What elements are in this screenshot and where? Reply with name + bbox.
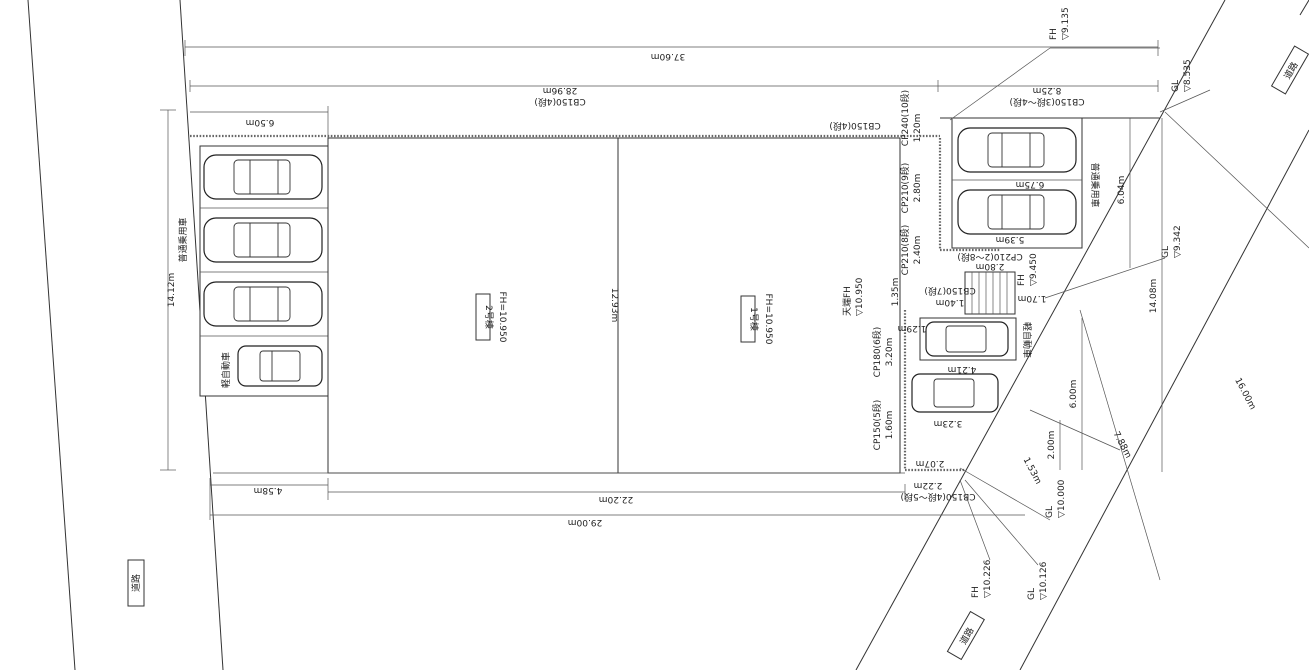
level-fh-mid: FH (1017, 274, 1027, 286)
wall-label-top-left: CB150(4段) (534, 96, 585, 108)
road-label-bottom: 道路 (946, 610, 985, 661)
wall-cp150-height: 1.60m (885, 411, 895, 440)
car-right-light-1 (925, 321, 1009, 357)
wall-cp210a: CP210(9段) (899, 163, 911, 214)
dim-width-center: 12.93m (609, 288, 619, 323)
staircase (964, 271, 1016, 315)
road-edge-diag-2 (1019, 129, 1309, 670)
level-gl-mid-value: ▽9.342 (1173, 225, 1183, 258)
car-right-light-2 (911, 373, 999, 413)
wall-cp210a-height: 2.80m (913, 174, 923, 203)
level-fh-bottom: FH (971, 586, 981, 598)
left-width-dimension: 14.12m (160, 109, 177, 471)
dim-length-b: 8.25m (1033, 85, 1062, 95)
dim-2-80: 2.80m (976, 261, 1005, 271)
dim-1-35: 1.35m (891, 278, 901, 307)
light-car-label-right: 軽自動車 (1021, 322, 1033, 358)
road-label-top-right: 道路 (1270, 45, 1309, 95)
level-gl-bottom-value: ▽10.126 (1039, 561, 1049, 600)
wall-cp240-height: 1.20m (913, 114, 923, 143)
level-tenba: 天端FH (841, 286, 853, 316)
building-1-footprint (617, 137, 901, 474)
dim-length-f: 29.00m (568, 517, 603, 527)
wall-cp150: CP150(5段) (871, 400, 883, 451)
dim-6-75: 6.75m (1016, 179, 1045, 189)
car-left-1 (203, 154, 323, 200)
wall-label-mid: CB150(4段) (829, 120, 880, 132)
road-edge-diag-1 (855, 0, 1226, 670)
wall-label-bottom: CB150(4段～5段) (900, 491, 975, 503)
dim-1-40: 1.40m (936, 297, 965, 307)
dim-2-00: 2.00m (1047, 431, 1057, 460)
wall-cp180-height: 3.20m (885, 338, 895, 367)
building-2-name-box (475, 293, 491, 341)
level-gl-bottom: GL (1027, 588, 1037, 600)
leader-lines (949, 47, 1211, 566)
wall-cb150-7: CB150(7段) (924, 285, 975, 297)
wall-label-top-right: CB150(3段～4段) (1009, 96, 1084, 108)
dim-1-29: 1.29m (898, 323, 927, 333)
building-1-name: 1号棟 (748, 307, 760, 331)
car-right-2 (957, 189, 1077, 235)
bottom-dimensions: 4.58m 22.20m 29.00m (209, 478, 1025, 527)
car-left-2 (203, 217, 323, 263)
regular-car-label-left: 普通乗用車 (177, 217, 189, 262)
light-car-label-left: 軽自動車 (220, 352, 232, 388)
car-left-light (237, 345, 323, 387)
level-fh-top-value: ▽9.135 (1061, 7, 1071, 40)
dim-2-22: 2.22m (914, 480, 943, 490)
regular-car-label-right: 普通乗用車 (1089, 162, 1101, 207)
level-gl-low: GL (1045, 506, 1055, 518)
wall-cp210b: CP210(8段) (899, 225, 911, 276)
left-road-edge-outer (27, 0, 76, 670)
road-edge-top-corner (1299, 0, 1309, 16)
building-2-footprint (327, 137, 619, 474)
dim-length-e: 4.58m (254, 485, 283, 495)
wall-cp180: CP180(6段) (871, 327, 883, 378)
dim-6-00: 6.00m (1069, 380, 1079, 409)
dim-2-07: 2.07m (916, 458, 945, 468)
level-fh-top: FH (1049, 28, 1059, 40)
building-2-fh: FH=10.950 (497, 292, 507, 343)
wall-cp240: CP240(10段) (899, 90, 911, 146)
building-1-fh: FH=10.950 (763, 294, 773, 345)
dim-total-length: 37.60m (651, 51, 686, 61)
building-1-name-box (740, 295, 756, 343)
wall-cp210c: CP210(2～8段) (957, 251, 1022, 263)
car-left-3 (203, 281, 323, 327)
top-dimensions: 37.60m 28.96m CB150(4段) 8.25m CB150(3段～4… (184, 40, 1159, 140)
svg-text:道路: 道路 (130, 574, 142, 592)
dim-3-23: 3.23m (934, 418, 963, 428)
dim-slope-7-88: 7.88m (1111, 430, 1133, 460)
level-fh-mid-value: ▽9.450 (1029, 253, 1039, 286)
wall-cp210b-height: 2.40m (913, 236, 923, 265)
dim-width-left: 14.12m (167, 273, 177, 308)
level-tenba-value: ▽10.950 (855, 277, 865, 316)
dim-1-70: 1.70m (1018, 293, 1047, 303)
dim-slope-16: 16.00m (1232, 376, 1257, 411)
level-gl-low-value: ▽10.000 (1057, 479, 1067, 518)
road-label-left: 道路 (127, 559, 145, 607)
dim-length-a: 28.96m (543, 85, 578, 95)
level-fh-bottom-value: ▽10.226 (983, 559, 993, 598)
dim-5-39: 5.39m (996, 234, 1025, 244)
dim-6-04: 6.04m (1117, 176, 1127, 205)
dim-width-right: 14.08m (1149, 279, 1159, 314)
dim-4-21: 4.21m (948, 364, 977, 374)
dim-length-d: 22.20m (599, 494, 634, 504)
building-2-name: 2号棟 (483, 305, 495, 329)
dim-slope-1-53: 1.53m (1021, 456, 1043, 486)
car-right-1 (957, 127, 1077, 173)
level-gl-top-value: ▽8.535 (1183, 59, 1193, 92)
level-gl-mid: GL (1161, 246, 1171, 258)
dim-length-c: 6.50m (246, 117, 275, 127)
level-gl-top: GL (1171, 80, 1181, 92)
